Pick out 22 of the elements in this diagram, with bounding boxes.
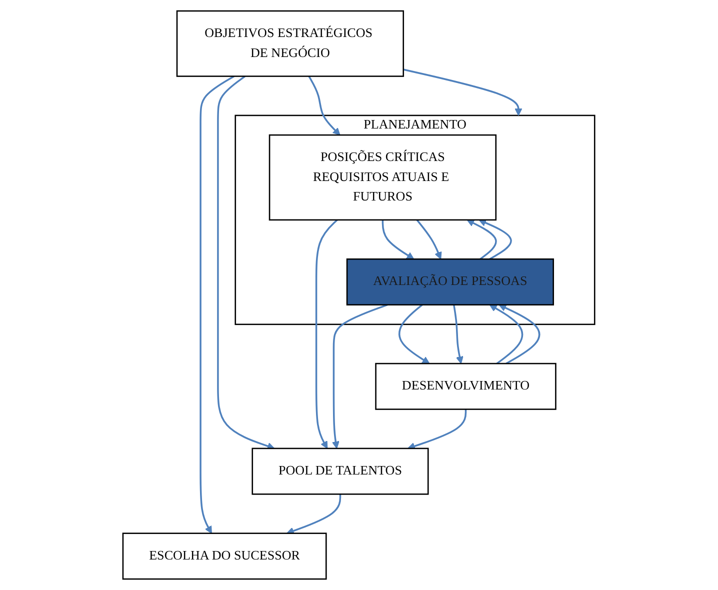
node-box: POOL DE TALENTOS (252, 448, 429, 495)
arrow (490, 304, 524, 364)
arrow (416, 219, 442, 260)
arrow (316, 219, 338, 449)
arrow (478, 219, 512, 260)
node-box: POSIÇÕES CRÍTICAS REQUISITOS ATUAIS E FUTUROS (269, 134, 497, 221)
arrow (498, 304, 540, 364)
arrow (453, 304, 464, 364)
arrow (398, 304, 430, 364)
arrow (466, 220, 497, 260)
arrow (286, 494, 342, 535)
arrow (332, 304, 388, 449)
node-box: AVALIAÇÃO DE PESSOAS (346, 258, 554, 306)
node-box: OBJETIVOS ESTRATÉGICOS DE NEGÓCIO (176, 10, 404, 77)
node-box: DESENVOLVIMENTO (375, 362, 557, 410)
arrow (217, 76, 275, 450)
node-box: ESCOLHA DO SUCESSOR (122, 532, 327, 580)
arrow (308, 76, 341, 136)
arrow (382, 220, 414, 260)
arrow (403, 68, 522, 116)
arrow (408, 409, 467, 450)
arrow (200, 76, 235, 534)
